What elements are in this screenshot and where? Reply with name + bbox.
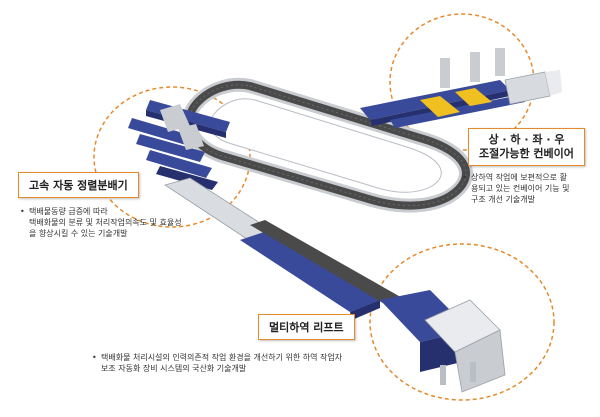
focus-circle-multi-lift — [369, 243, 555, 401]
high-speed-sorter-machinery — [128, 100, 230, 190]
adjustable-line-3: 구조 개선 기술개발 — [471, 195, 535, 204]
lift-title: 멀티하역 리프트 — [269, 321, 344, 334]
sorter-title-box: 고속 자동 정렬분배기 — [18, 172, 139, 198]
adjustable-title-box: 상 · 하 · 좌 · 우 조절가능한 컨베이어 — [468, 128, 585, 166]
loop-conveyor — [182, 77, 473, 213]
adjustable-line-1: 상하역 작업에 보편적으로 활 — [471, 173, 567, 182]
lift-description: •택배화물 처리시설의 인력의존적 작업 환경을 개선하기 위한 하역 작업자 … — [92, 352, 342, 374]
adjustable-bullet: • — [462, 173, 467, 182]
sorter-line-1: 택배물동량 급증에 따라 — [29, 207, 108, 216]
sorter-description: • 택배물동량 급증에 따라 택배화물의 분류 및 처리작업의속도 및 효율성 을… — [20, 206, 182, 239]
lift-title-box: 멀티하역 리프트 — [258, 314, 355, 340]
sorter-title: 고속 자동 정렬분배기 — [29, 179, 128, 192]
multi-lift-machinery — [380, 290, 506, 393]
adjustable-title-line-2: 조절가능한 컨베이어 — [479, 147, 574, 160]
main-feed-conveyor — [164, 177, 420, 320]
sorter-line-2: 택배화물의 분류 및 처리작업의속도 및 효율성 — [29, 218, 182, 227]
lift-line-1: 택배화물 처리시설의 인력의존적 작업 환경을 개선하기 위한 하역 작업자 — [101, 353, 343, 362]
lift-line-2: 보조 자동화 장비 시스템의 국산화 기술개발 — [101, 364, 247, 373]
adjustable-line-2: 용되고 있는 컨베이어 기능 및 — [471, 184, 570, 193]
lift-bullet: • — [92, 353, 97, 362]
sorter-bullet: • — [20, 207, 25, 216]
adjustable-description: • 상하역 작업에 보편적으로 활 용되고 있는 컨베이어 기능 및 구조 개선 … — [462, 172, 570, 205]
adjustable-title-line-1: 상 · 하 · 좌 · 우 — [488, 133, 565, 146]
sorter-line-3: 을 향상시킬 수 있는 기술개발 — [29, 229, 128, 238]
adjustable-conveyor-machinery — [360, 48, 562, 128]
